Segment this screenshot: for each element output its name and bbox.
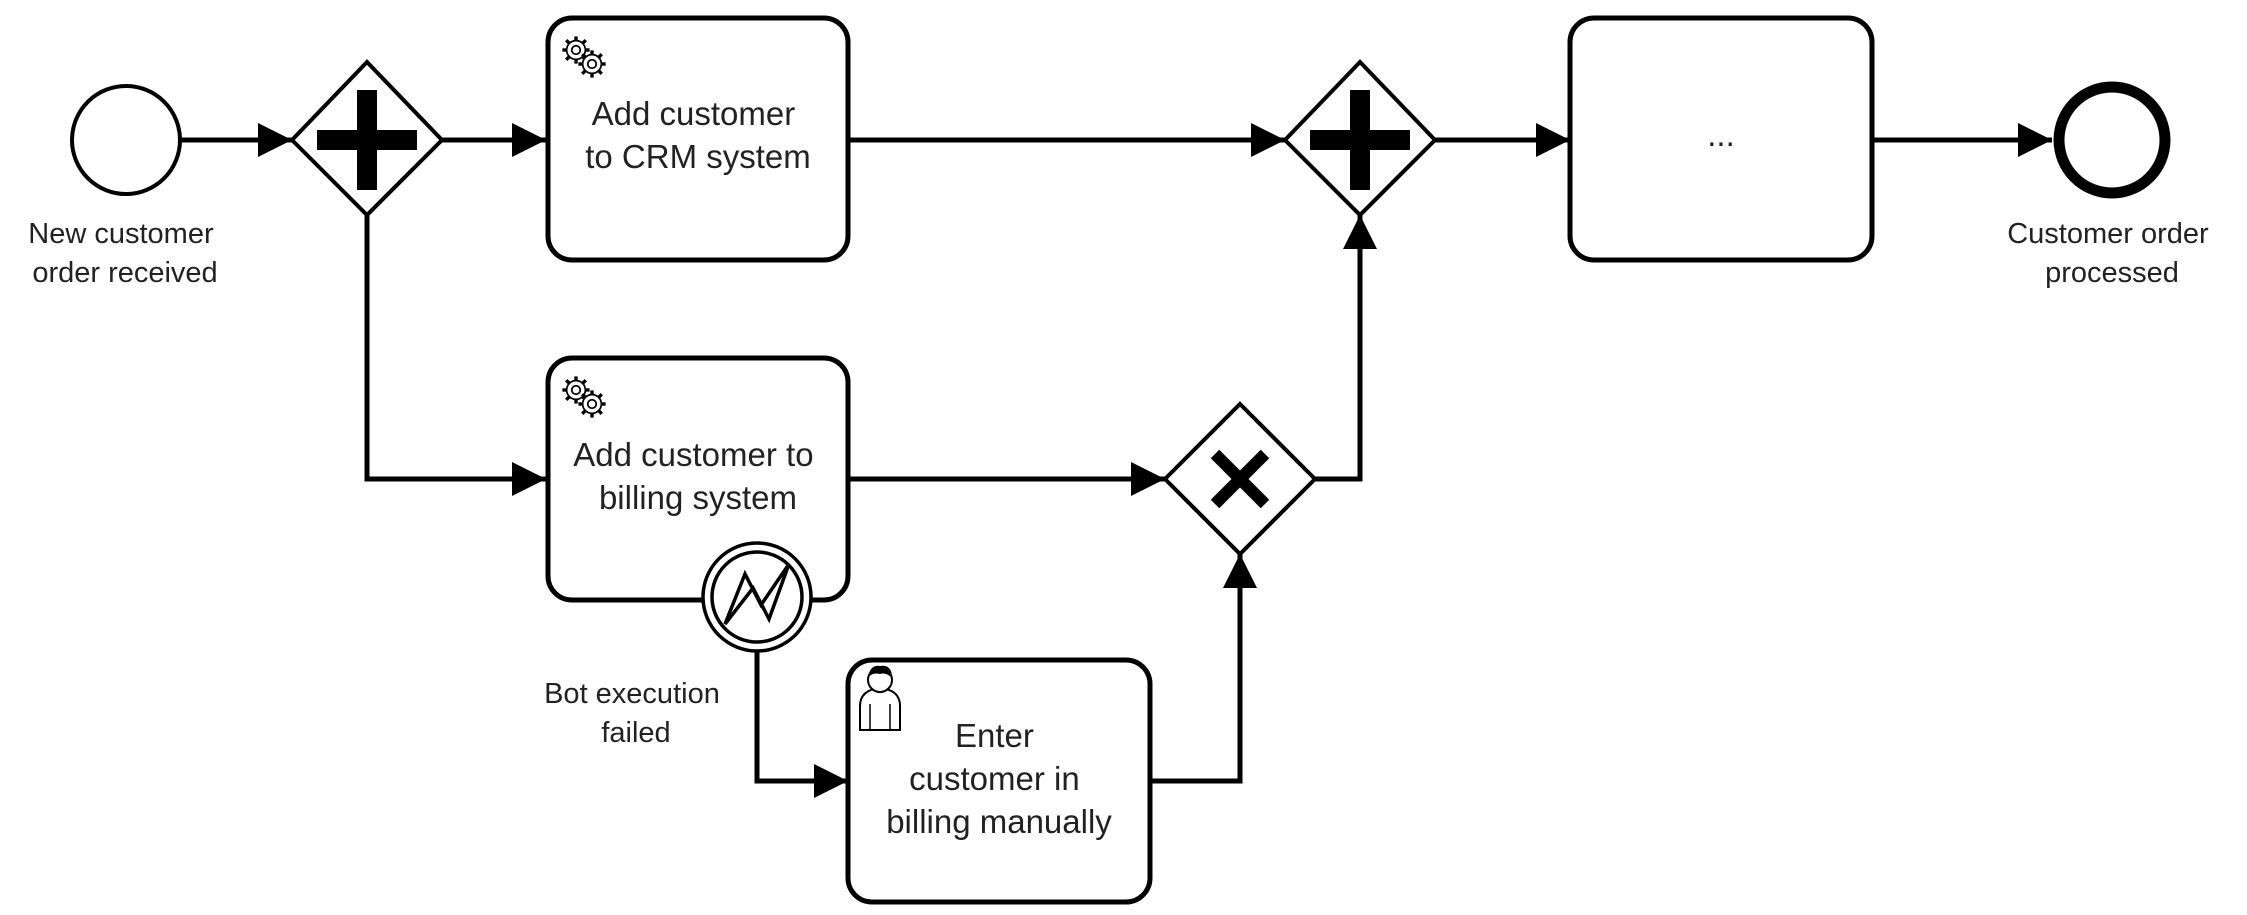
- flow-manual-to-merge[interactable]: [1150, 554, 1257, 784]
- flow-split-to-billing[interactable]: [364, 215, 546, 496]
- user-icon: [859, 665, 901, 731]
- end-event-label: Customer order processed: [2007, 218, 2217, 289]
- parallel-gateway-split[interactable]: [289, 59, 445, 218]
- boundary-event-label: Bot execution failed: [544, 678, 728, 749]
- start-event-label: New customer order received: [28, 218, 221, 289]
- boundary-error-event[interactable]: [701, 541, 813, 653]
- task-manual-label: Enter customer in billing manually: [886, 717, 1112, 840]
- task-add-to-billing[interactable]: Add customer to billing system: [545, 355, 851, 603]
- task-next[interactable]: ...: [1567, 15, 1875, 263]
- task-add-to-crm[interactable]: Add customer to CRM system: [545, 15, 851, 263]
- x-icon: [1210, 449, 1270, 509]
- flow-error-to-manual[interactable]: [754, 652, 848, 798]
- start-event[interactable]: [70, 84, 182, 196]
- parallel-gateway-join[interactable]: [1282, 59, 1438, 218]
- task-billing-label: Add customer to billing system: [573, 436, 822, 516]
- exclusive-gateway-merge[interactable]: [1162, 401, 1318, 557]
- end-event[interactable]: [2053, 81, 2171, 199]
- sequence-flows: [180, 123, 2052, 798]
- plus-icon: [1310, 90, 1410, 190]
- plus-icon: [317, 90, 417, 190]
- task-crm-label: Add customer to CRM system: [585, 95, 811, 175]
- lightning-icon: [723, 563, 791, 626]
- task-enter-manually[interactable]: Enter customer in billing manually: [845, 657, 1153, 905]
- task-next-label: ...: [1707, 116, 1735, 153]
- flow-merge-to-join[interactable]: [1315, 215, 1377, 482]
